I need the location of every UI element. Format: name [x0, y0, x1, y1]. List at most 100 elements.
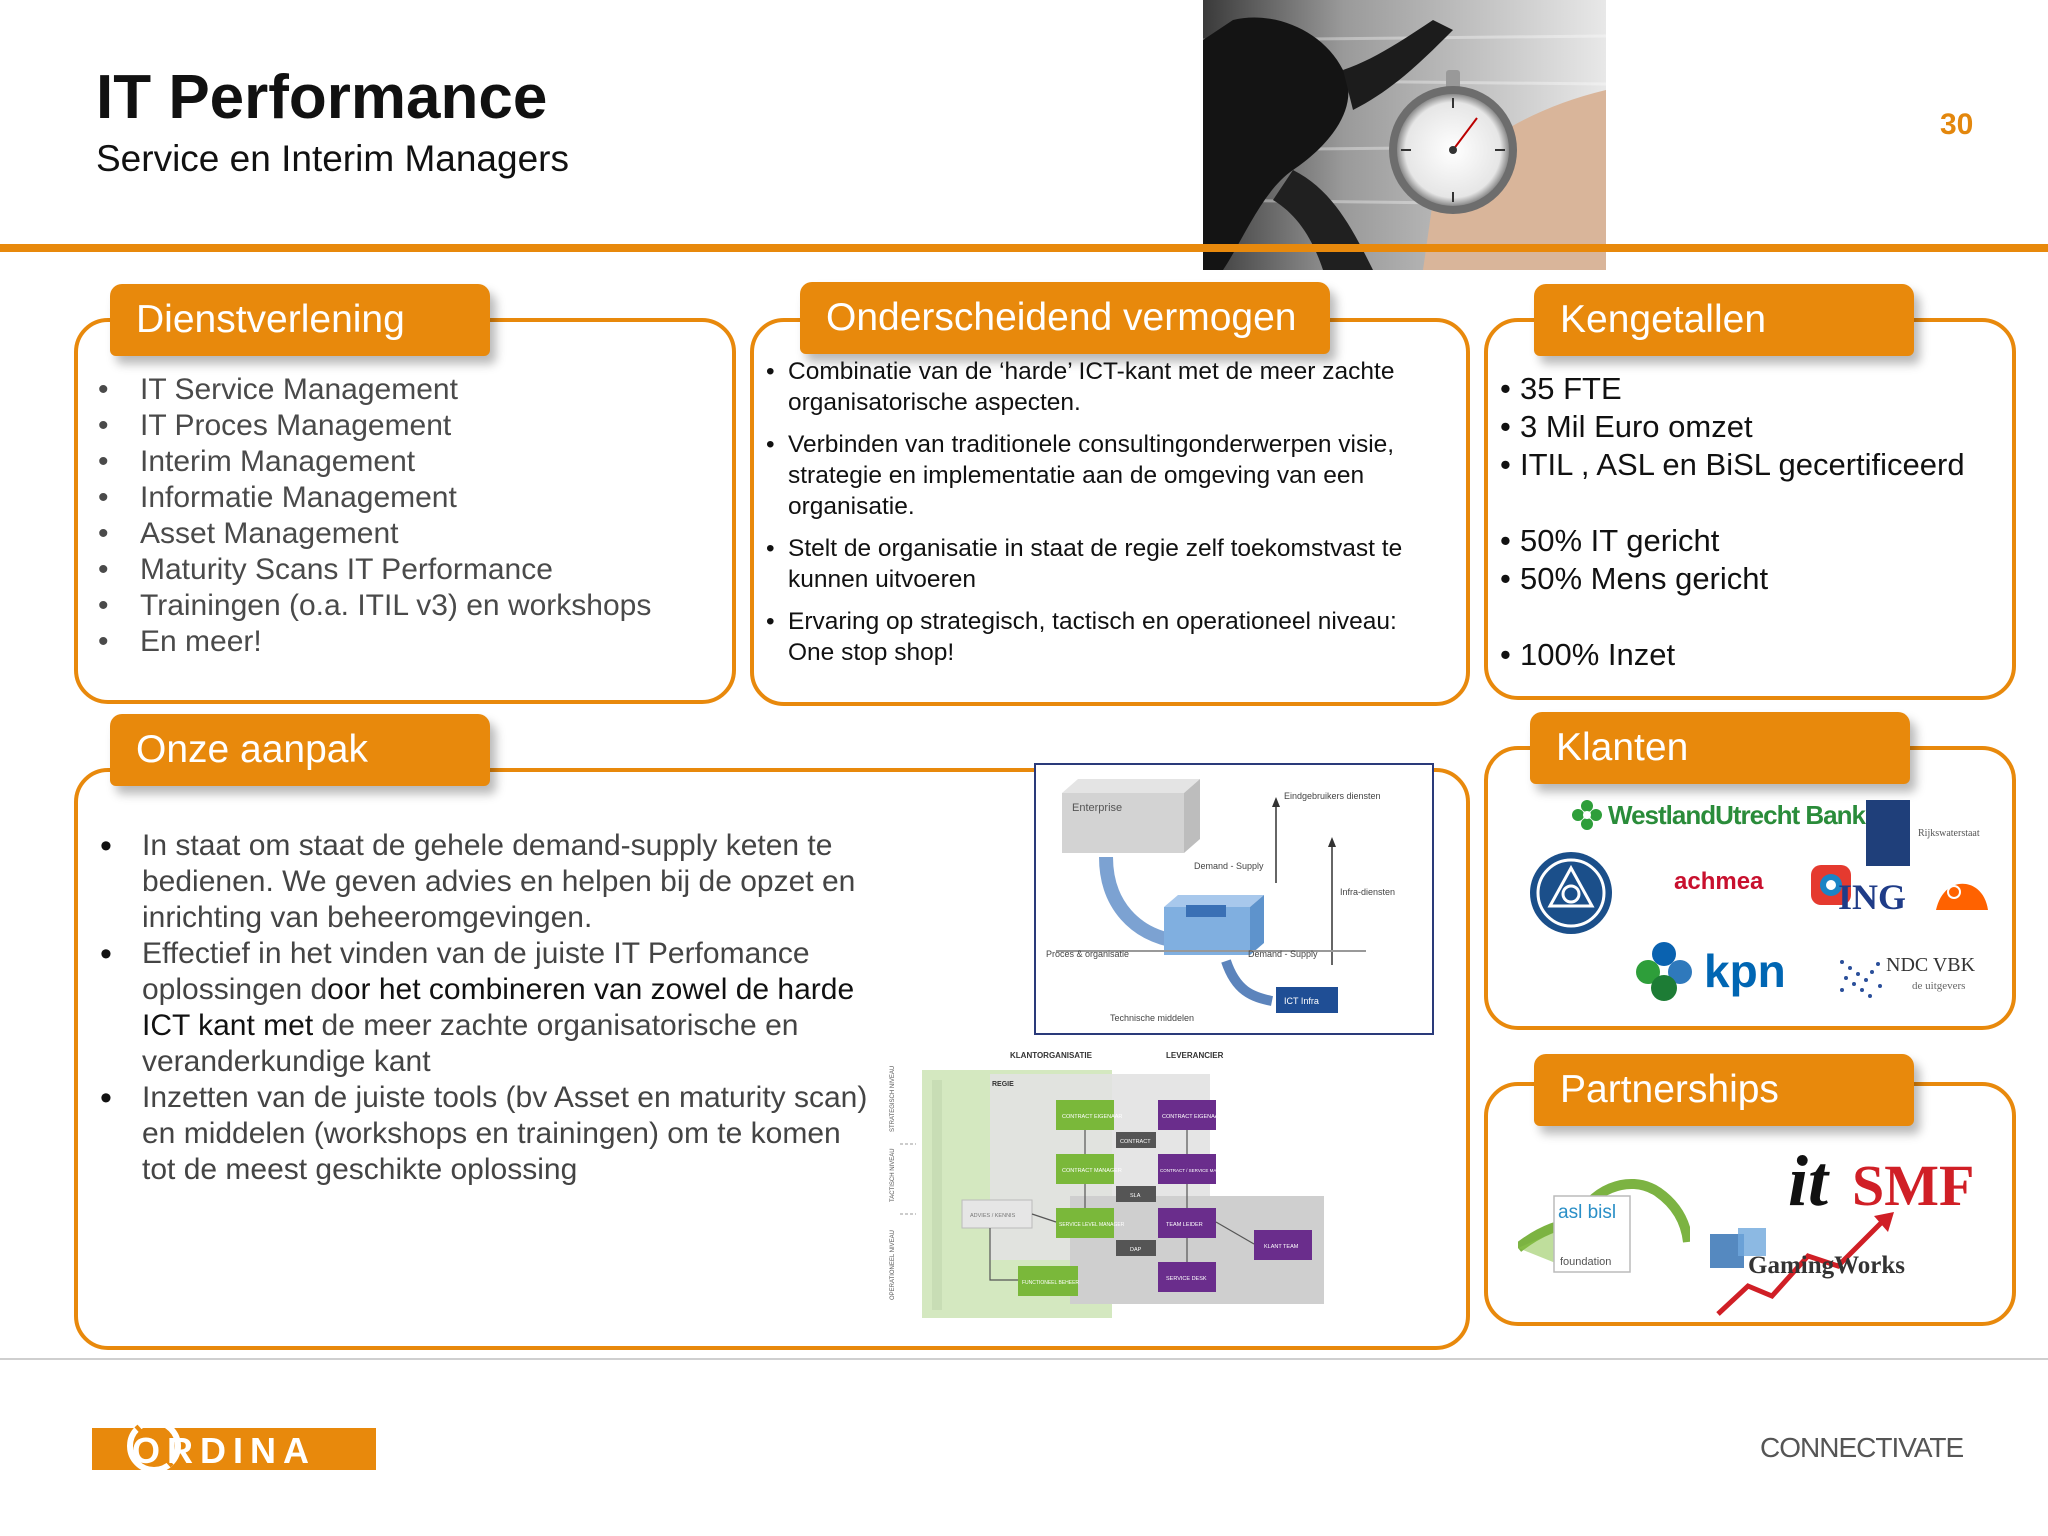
- list-item: Effectief in het vinden van de juiste IT…: [100, 936, 870, 1080]
- dienstverlening-list: IT Service Management IT Proces Manageme…: [98, 372, 718, 660]
- mid-box: ADVIES / KENNIS: [970, 1213, 1016, 1219]
- dienstverlening-heading: Dienstverlening: [110, 284, 490, 356]
- gray-box: SLA: [1130, 1193, 1141, 1199]
- asl-bisl-label: asl bisl: [1558, 1202, 1617, 1223]
- connectivate-logo: CONNECTIVATE: [1760, 1432, 1964, 1463]
- demand-supply-diagram: Enterprise ICT Infra Eindgebruikers dien…: [1034, 763, 1434, 1035]
- rijkswaterstaat-logo: Rijkswaterstaat: [1866, 800, 1996, 870]
- purple-box: CONTRACT / SERVICE MANAGER: [1160, 1168, 1233, 1173]
- list-item: IT Proces Management: [98, 408, 718, 444]
- achmea-logo: achmea: [1674, 862, 1864, 912]
- regie-label: REGIE: [992, 1081, 1014, 1088]
- kpn-logo: kpn: [1628, 934, 1808, 1008]
- technische-label: Technische middelen: [1110, 1013, 1194, 1023]
- list-item: Inzetten van de juiste tools (bv Asset e…: [100, 1080, 870, 1188]
- strategisch-label: STRATEGISCH NIVEAU: [890, 1066, 896, 1132]
- demand-supply-bottom-label: Demand - Supply: [1248, 949, 1318, 959]
- eye-circle-logo: [1528, 850, 1614, 936]
- operationeel-label: OPERATIONEEL NIVEAU: [890, 1230, 896, 1300]
- foundation-label: foundation: [1560, 1256, 1612, 1268]
- green-box: SERVICE LEVEL MANAGER: [1059, 1222, 1125, 1228]
- itsmf-logo: it SMF: [1788, 1140, 1998, 1221]
- kengetallen-list: 35 FTE 3 Mil Euro omzet ITIL , ASL en Bi…: [1500, 370, 2000, 674]
- ndc-dots-icon: [1840, 960, 1882, 998]
- infra-label: Infra-diensten: [1340, 887, 1395, 897]
- rijkswaterstaat-emblem-icon: [1866, 800, 1910, 866]
- achmea-label: achmea: [1674, 868, 1764, 895]
- gamingworks-logo: GamingWorks: [1708, 1210, 1938, 1318]
- list-item: En meer!: [98, 624, 718, 660]
- ndc-vbk-logo: NDC VBK de uitgevers: [1832, 952, 2002, 1004]
- runner-stopwatch-photo: [1202, 0, 1607, 270]
- westland-label: WestlandUtrecht Bank: [1608, 800, 1866, 830]
- westland-utrecht-bank-logo: WestlandUtrecht Bank: [1570, 798, 1866, 834]
- ordina-label: ORDINA: [132, 1430, 316, 1471]
- list-item: Combinatie van de ‘harde’ ICT-kant met d…: [766, 356, 1438, 418]
- kengetallen-heading: Kengetallen: [1534, 284, 1914, 356]
- green-box: CONTRACT EIGENAAR: [1062, 1114, 1122, 1120]
- list-item: ITIL , ASL en BiSL gecertificeerd: [1500, 446, 2000, 484]
- purple-box: KLANT TEAM: [1264, 1244, 1299, 1250]
- proces-label: Proces & organisatie: [1046, 949, 1129, 959]
- green-box: FUNCTIONEEL BEHEER: [1022, 1280, 1079, 1286]
- gray-box: DAP: [1130, 1247, 1142, 1253]
- page-title: IT Performance: [96, 63, 548, 132]
- list-item: In staat om staat de gehele demand-suppl…: [100, 828, 870, 936]
- itsmf-it-label: it: [1788, 1141, 1829, 1221]
- onderscheidend-list: Combinatie van de ‘harde’ ICT-kant met d…: [766, 356, 1438, 679]
- ict-infra-label: ICT Infra: [1284, 996, 1319, 1006]
- purple-box: TEAM LEIDER: [1166, 1222, 1203, 1228]
- westland-flower-icon: [1572, 800, 1602, 830]
- aanpak-heading: Onze aanpak: [110, 714, 490, 786]
- list-item: Interim Management: [98, 444, 718, 480]
- list-item: 50% Mens gericht: [1500, 560, 2000, 598]
- asl-bisl-arc-icon: [1518, 1178, 1690, 1273]
- list-item: Maturity Scans IT Performance: [98, 552, 718, 588]
- asl-bisl-logo: asl bisl foundation: [1518, 1172, 1690, 1282]
- header-divider: [0, 244, 2048, 252]
- kpn-crown-icon: [1636, 942, 1692, 1001]
- aanpak-list: In staat om staat de gehele demand-suppl…: [100, 828, 870, 1188]
- list-item: Ervaring op strategisch, tactisch en ope…: [766, 606, 1438, 668]
- list-item: 35 FTE: [1500, 370, 2000, 408]
- purple-box: SERVICE DESK: [1166, 1276, 1207, 1282]
- list-item: Verbinden van traditionele consultingond…: [766, 429, 1438, 522]
- ing-logo: ING: [1838, 872, 1998, 922]
- partnerships-heading: Partnerships: [1534, 1054, 1914, 1126]
- eindgebruikers-label: Eindgebruikers diensten: [1284, 791, 1381, 801]
- tactisch-label: TACTISCH NIVEAU: [890, 1148, 896, 1202]
- klantorganisatie-label: KLANTORGANISATIE: [1010, 1051, 1093, 1060]
- ing-label: ING: [1838, 877, 1907, 917]
- footer-divider: [0, 1358, 2048, 1360]
- list-item: IT Service Management: [98, 372, 718, 408]
- page-number: 30: [1940, 108, 1974, 141]
- list-item: 100% Inzet: [1500, 636, 2000, 674]
- list-item: Informatie Management: [98, 480, 718, 516]
- gamingworks-label: GamingWorks: [1748, 1252, 1905, 1279]
- ordina-ring-icon: [127, 1419, 181, 1473]
- leverancier-label: LEVERANCIER: [1166, 1051, 1224, 1060]
- demand-supply-top-label: Demand - Supply: [1194, 861, 1264, 871]
- ndc-label: NDC VBK: [1886, 954, 1976, 976]
- ing-lion-icon: [1936, 883, 1988, 910]
- green-box: CONTRACT MANAGER: [1062, 1168, 1122, 1174]
- itsmf-smf-label: SMF: [1852, 1153, 1975, 1218]
- ndc-sub-label: de uitgevers: [1912, 980, 1966, 992]
- rijkswaterstaat-label: Rijkswaterstaat: [1918, 828, 1980, 839]
- list-item: Asset Management: [98, 516, 718, 552]
- achmea-shield-icon: [1811, 865, 1851, 905]
- gray-box: CONTRACT: [1120, 1139, 1151, 1145]
- regie-model-diagram: KLANTORGANISATIE LEVERANCIER STRATEGISCH…: [880, 1044, 1340, 1322]
- onderscheidend-heading: Onderscheidend vermogen: [800, 282, 1330, 354]
- enterprise-label: Enterprise: [1072, 802, 1122, 814]
- list-item: 3 Mil Euro omzet: [1500, 408, 2000, 446]
- page-subtitle: Service en Interim Managers: [96, 138, 569, 179]
- list-item: Trainingen (o.a. ITIL v3) en workshops: [98, 588, 718, 624]
- list-item: 50% IT gericht: [1500, 522, 2000, 560]
- purple-box: CONTRACT EIGENAAR: [1162, 1114, 1222, 1120]
- kpn-label: kpn: [1704, 945, 1786, 997]
- klanten-heading: Klanten: [1530, 712, 1910, 784]
- list-item: Stelt de organisatie in staat de regie z…: [766, 533, 1438, 595]
- gamingworks-arrow-icon: [1710, 1212, 1894, 1316]
- ordina-logo: ORDINA: [92, 1412, 376, 1474]
